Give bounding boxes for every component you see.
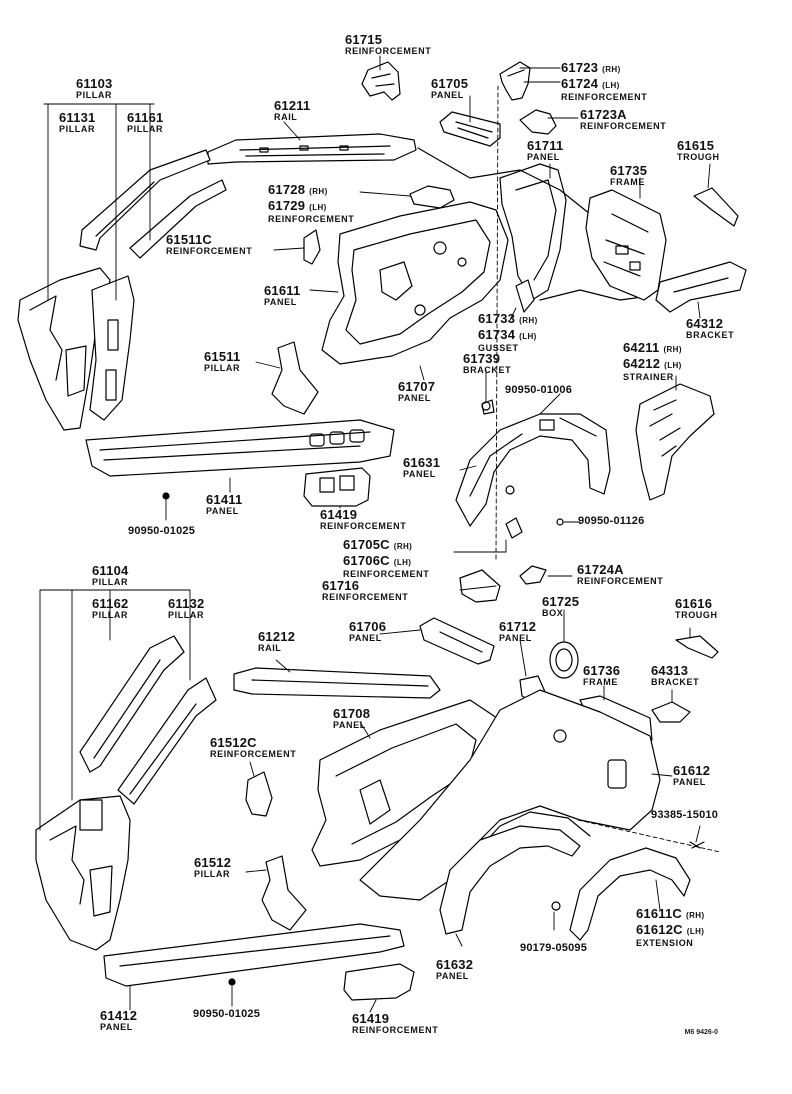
part-61631-panel [455,413,611,527]
bolt-90950-01025-lower [228,978,236,986]
label-90179-05095: 90179-05095 [520,942,588,954]
bolt-90950-01025-upper [162,492,170,500]
part-61103-pillar [17,267,135,431]
part-61411-panel [85,419,395,477]
part-61419-reinforcement-lower [343,963,415,1001]
part-61512-pillar [261,855,307,931]
part-64313-bracket [651,701,691,723]
part-61723a-reinforcement [519,109,557,135]
label-61705c-61706c: 61705C(RH) 61706C(LH) REINFORCEMENT [343,537,430,579]
label-64211-64212: 64211(RH) 64212(LH) STRAINER [623,340,682,382]
part-61511-pillar [271,341,319,415]
part-61616-trough [675,635,719,659]
part-61733-gusset [515,279,535,313]
part-61632-panel [439,825,581,935]
bolt-90950-01126 [556,518,564,526]
label-61733-61734: 61733(RH) 61734(LH) GUSSET [478,311,538,353]
part-61705c-reinforcement [505,517,523,539]
label-90950-01025-lower: 90950-01025 [193,1008,261,1020]
diagram-reference-code: M6 9426-0 [684,1029,718,1036]
part-61511c-reinforcement [303,229,321,265]
part-61212-rail [233,667,441,699]
part-61132-pillar [117,677,217,805]
part-61161-pillar [129,179,227,259]
part-61739-bracket [481,399,495,415]
part-61104-pillar [35,795,131,951]
label-90950-01025-upper: 90950-01025 [128,525,196,537]
part-61512c-reinforcement [245,771,273,817]
part-61131-pillar [79,149,211,251]
label-93385-15010: 93385-15010 [651,809,719,821]
leader-lines-upper [43,55,711,561]
part-61211-rail [207,133,417,165]
part-61711-panel [499,163,567,301]
part-61724a-reinforcement [519,565,547,585]
label-61611c-61612c: 61611C(RH) 61612C(LH) EXTENSION [636,906,705,948]
part-61419-reinforcement-upper [303,467,371,507]
clip-90179-05095 [551,901,561,911]
part-61735-frame [585,189,667,301]
leader-lines-lower [39,575,721,1013]
part-61725-box [549,641,579,679]
label-90950-01126: 90950-01126 [578,515,645,527]
label-61728-61729: 61728(RH) 61729(LH) REINFORCEMENT [268,182,355,224]
part-61611c-extension [569,847,691,941]
part-64312-bracket [655,261,747,313]
part-61412-panel [103,923,405,987]
part-61728-reinforcement [409,185,455,209]
part-61706-panel [419,617,495,665]
part-61715-reinforcement [361,61,401,101]
part-61162-pillar [79,635,185,773]
part-61612-panel [359,689,661,901]
part-61716-reinforcement [459,569,501,603]
part-61615-trough [693,187,739,227]
part-61611-panel [321,201,509,365]
part-64211-strainer [635,383,715,501]
part-61723-reinforcement [499,61,531,101]
label-90950-01006: 90950-01006 [505,384,573,396]
label-61723-61724: 61723(RH) 61724(LH) REINFORCEMENT [561,60,648,102]
part-61705-panel [439,111,501,147]
